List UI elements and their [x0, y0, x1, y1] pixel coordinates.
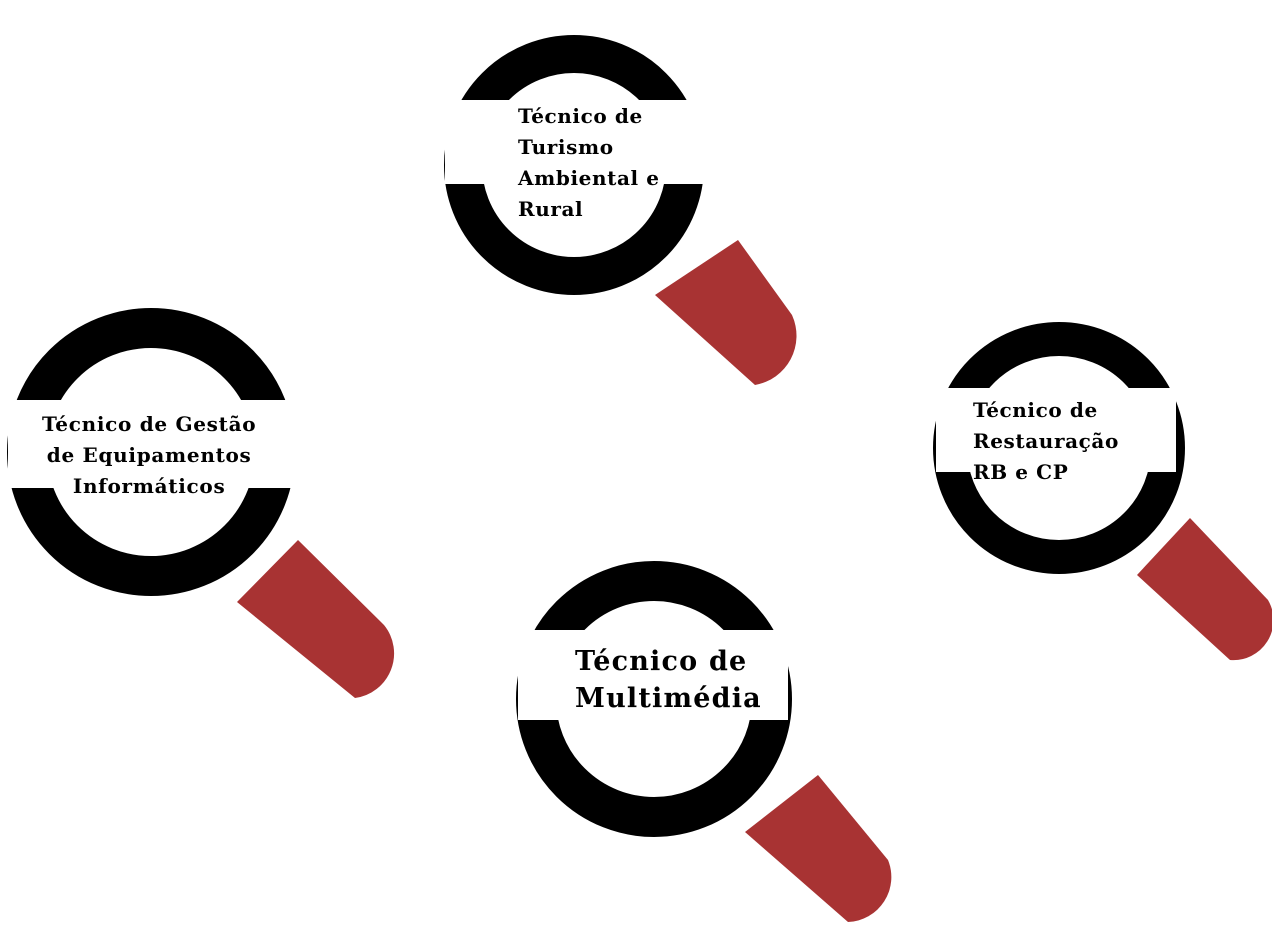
magnifier-gestao: [7, 308, 395, 698]
magnifier-handle: [745, 775, 892, 922]
lens-label-line: Técnico de Gestão: [42, 412, 257, 436]
magnifier-label-band: [445, 100, 725, 184]
magnifier-turismo: [444, 35, 797, 385]
magnifier-label-band: [518, 630, 788, 720]
lens-label-line: Ambiental e: [518, 166, 660, 190]
magnifier-label-band: [936, 388, 1176, 472]
lens-label-line: RB e CP: [973, 460, 1069, 484]
magnifier-multimedia: [516, 561, 892, 922]
magnifier-restauracao: [933, 322, 1272, 661]
lens-label-line: Rural: [518, 197, 584, 221]
lens-label-turismo: Técnico de Turismo Ambiental e Rural: [518, 101, 660, 225]
lens-label-line: Técnico de: [973, 398, 1098, 422]
magnifier-handle: [237, 540, 395, 698]
magnifier-label-band: [8, 400, 302, 488]
lens-label-gestao: Técnico de Gestão de Equipamentos Inform…: [42, 409, 256, 502]
lens-label-multimedia: Técnico de Multimédia: [575, 643, 762, 717]
lens-label-line: Restauração: [973, 429, 1119, 453]
lens-label-restauracao: Técnico de Restauração RB e CP: [973, 395, 1119, 488]
lens-label-line: de Equipamentos: [46, 443, 252, 467]
lens-label-line: Técnico de: [518, 104, 643, 128]
magnifier-handle: [1137, 518, 1272, 661]
lens-label-line: Multimédia: [575, 683, 762, 714]
lens-label-line: Turismo: [518, 135, 614, 159]
lens-label-line: Informáticos: [72, 474, 226, 498]
magnifier-handle: [655, 240, 797, 385]
lens-label-line: Técnico de: [575, 646, 748, 677]
